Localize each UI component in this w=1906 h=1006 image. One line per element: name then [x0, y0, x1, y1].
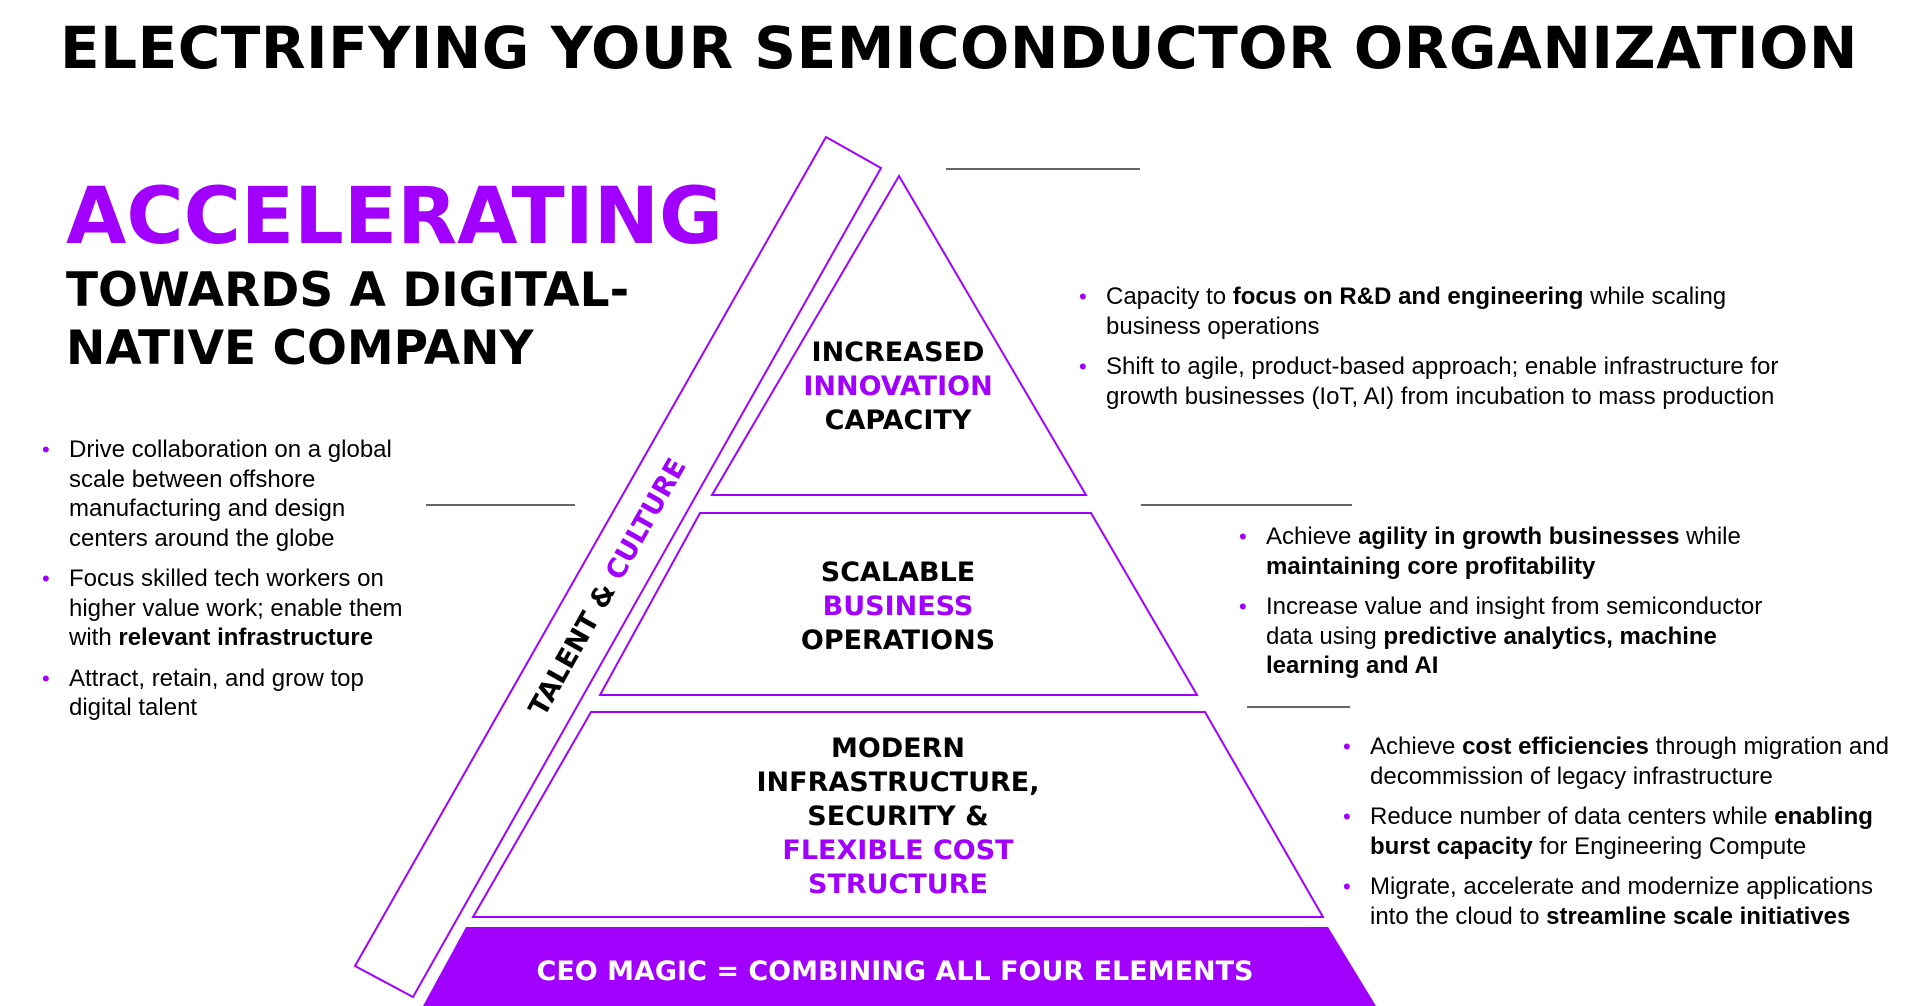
bullets-bottom: •Achieve cost efficiencies through migra…: [1340, 732, 1900, 942]
tier-top-line1: INCREASED: [812, 337, 985, 368]
tier-middle-label: SCALABLE BUSINESS OPERATIONS: [801, 557, 995, 656]
base-banner-text: CEO MAGIC = COMBINING ALL FOUR ELEMENTS: [537, 956, 1254, 987]
tier-top-line2: INNOVATION: [803, 371, 992, 402]
tier-bottom-line5: STRUCTURE: [808, 869, 988, 900]
list-item: •Shift to agile, product-based approach;…: [1079, 353, 1779, 410]
list-item: •Achieve agility in growth businesses wh…: [1239, 523, 1741, 580]
tier-bottom-label: MODERN INFRASTRUCTURE, SECURITY & FLEXIB…: [757, 733, 1040, 900]
list-item: •Attract, retain, and grow top digital t…: [42, 664, 364, 722]
accelerating-headline: ACCELERATING: [66, 172, 724, 262]
list-item: •Capacity to focus on R&D and engineerin…: [1079, 283, 1727, 340]
list-item: •Drive collaboration on a global scale b…: [42, 436, 392, 552]
tier-middle-line3: OPERATIONS: [801, 625, 995, 656]
list-item: •Migrate, accelerate and modernize appli…: [1343, 873, 1873, 930]
bullets-middle: •Achieve agility in growth businesses wh…: [1236, 522, 1796, 692]
tier-top-line3: CAPACITY: [825, 405, 972, 436]
bullet-dot-icon: •: [1079, 284, 1087, 309]
accelerating-subtitle-line2: NATIVE COMPANY: [66, 321, 534, 376]
tier-middle-line2: BUSINESS: [823, 591, 974, 622]
tier-bottom-line4: FLEXIBLE COST: [782, 835, 1014, 866]
bullet-dot-icon: •: [1079, 354, 1087, 379]
tier-middle-line1: SCALABLE: [821, 557, 976, 588]
bullet-dot-icon: •: [1239, 594, 1247, 619]
tier-top-label: INCREASED INNOVATION CAPACITY: [803, 337, 992, 436]
accelerating-subtitle: TOWARDS A DIGITAL- NATIVE COMPANY: [66, 262, 629, 378]
bullet-dot-icon: •: [1343, 734, 1351, 759]
tier-bottom-line3: SECURITY &: [807, 801, 988, 832]
list-item: •Achieve cost efficiencies through migra…: [1343, 733, 1889, 790]
list-item: •Focus skilled tech workers on higher va…: [42, 565, 403, 651]
talent-culture-bar: [353, 135, 883, 999]
tier-middle-shape: [598, 512, 1199, 696]
base-banner: [423, 927, 1376, 1006]
tier-bottom-shape: [471, 711, 1325, 918]
tier-bottom-line2: INFRASTRUCTURE,: [757, 767, 1040, 798]
list-item: •Reduce number of data centers while ena…: [1343, 803, 1873, 860]
bullets-top: •Capacity to focus on R&D and engineerin…: [1076, 282, 1796, 422]
bullet-dot-icon: •: [42, 437, 50, 462]
bullet-dot-icon: •: [1343, 804, 1351, 829]
tier-top-shape: [710, 174, 1088, 496]
bullet-dot-icon: •: [42, 665, 50, 691]
bullet-dot-icon: •: [42, 566, 50, 591]
list-item: •Increase value and insight from semicon…: [1239, 593, 1763, 679]
bullet-dot-icon: •: [1239, 524, 1247, 549]
page-title: ELECTRIFYING YOUR SEMICONDUCTOR ORGANIZA…: [60, 14, 1858, 82]
bullet-dot-icon: •: [1343, 874, 1351, 899]
tier-bottom-line1: MODERN: [831, 733, 965, 764]
bullets-left: •Drive collaboration on a global scale b…: [39, 435, 419, 734]
accelerating-subtitle-line1: TOWARDS A DIGITAL-: [66, 263, 630, 318]
